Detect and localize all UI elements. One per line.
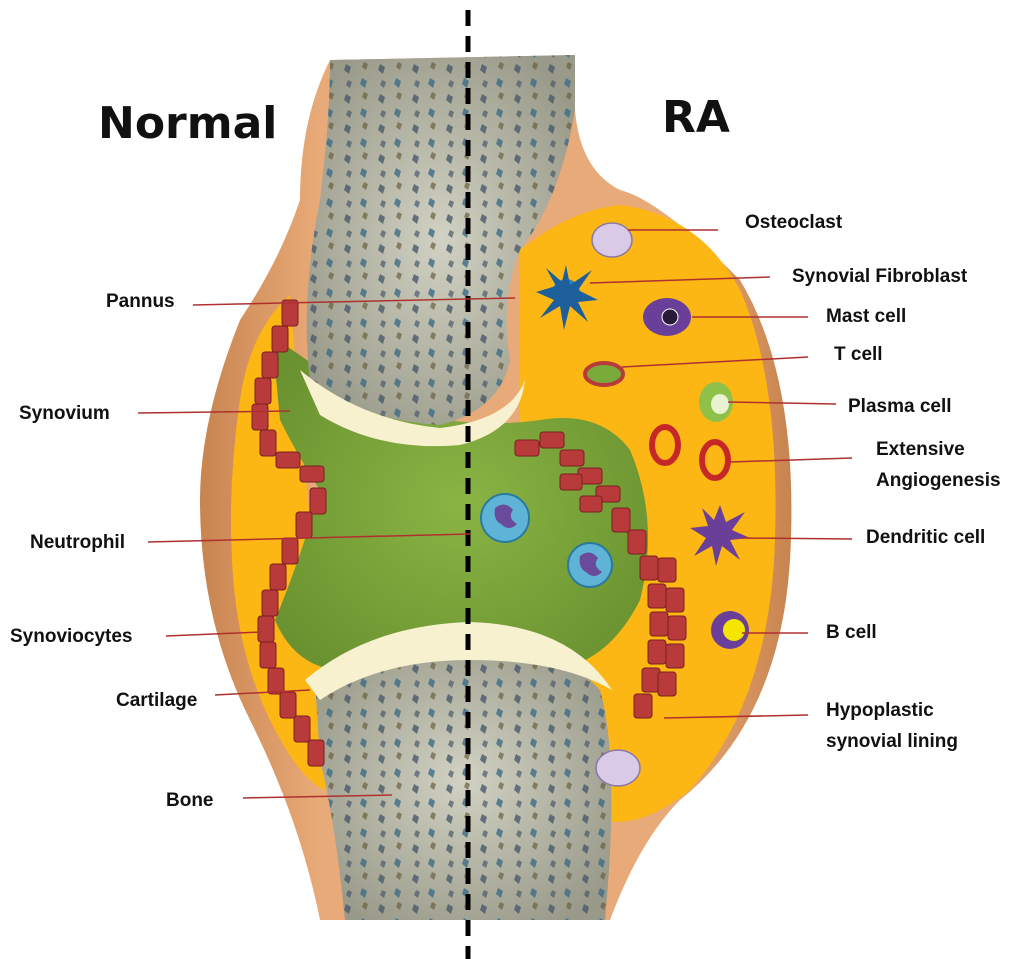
label-synovial-lining: synovial lining [826,731,958,754]
heading-normal: Normal [98,98,277,149]
label-mast-cell: Mast cell [826,306,906,329]
label-synovium: Synovium [19,403,110,426]
label-plasma-cell: Plasma cell [848,396,952,419]
label-synoviocytes: Synoviocytes [10,626,133,649]
label-synovial-fibroblast: Synovial Fibroblast [792,266,967,289]
label-pannus: Pannus [106,291,175,314]
label-neutrophil: Neutrophil [30,532,125,555]
label-dendritic-cell: Dendritic cell [866,527,985,550]
t-cell [585,363,623,385]
label-bone: Bone [166,790,214,813]
heading-ra: RA [662,92,730,143]
label-osteoclast: Osteoclast [745,212,842,235]
label-extensive: Extensive [876,439,965,462]
label-cartilage: Cartilage [116,690,197,713]
label-angiogenesis: Angiogenesis [876,470,1001,493]
label-hypoplastic: Hypoplastic [826,700,934,723]
label-t-cell: T cell [834,344,883,367]
label-b-cell: B cell [826,622,877,645]
